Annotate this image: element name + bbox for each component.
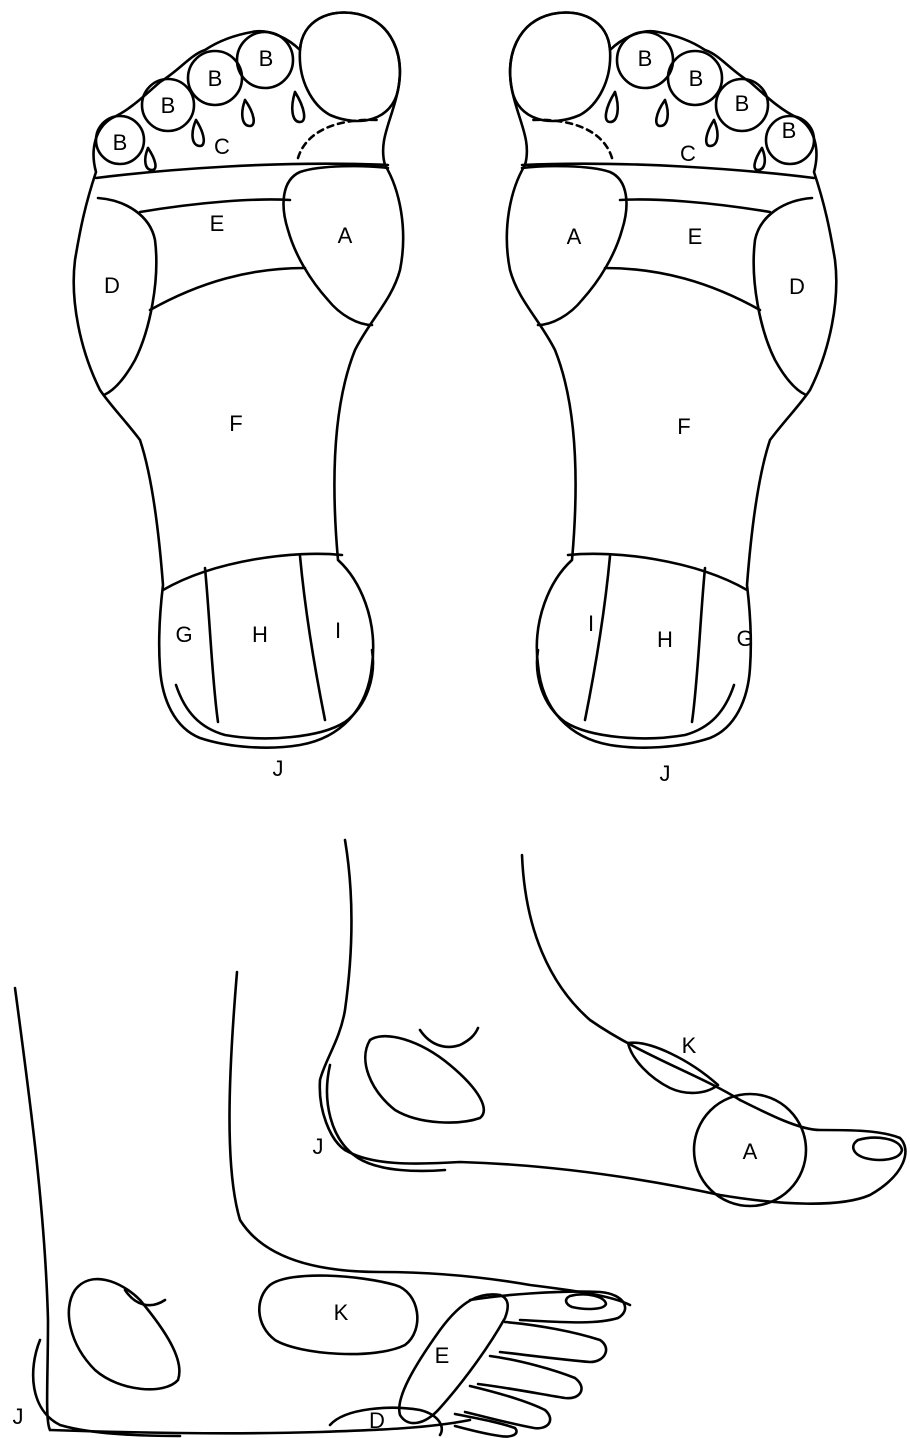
left-heel-top: [163, 554, 342, 590]
inner-ankle-zone: [365, 1036, 483, 1122]
label-right-e: E: [688, 224, 703, 249]
label-left-h: H: [252, 622, 268, 647]
label-left-g: G: [175, 622, 192, 647]
label-left-j: J: [273, 756, 284, 781]
right-e-bottom: [605, 268, 760, 310]
left-heel-line-i: [300, 556, 325, 720]
label-right-b1: B: [638, 46, 653, 71]
label-right-d: D: [789, 274, 805, 299]
right-toe-drop-4: [755, 148, 765, 170]
label-left-b4: B: [113, 130, 128, 155]
right-heel-line-i: [585, 556, 610, 720]
inner-big-toe-nail: [853, 1138, 902, 1160]
label-left-e: E: [210, 211, 225, 236]
right-e-top: [620, 200, 770, 213]
label-left-b2: B: [208, 66, 223, 91]
label-right-b2: B: [689, 66, 704, 91]
right-big-toe: [510, 13, 610, 122]
label-left-a: A: [338, 223, 353, 248]
left-e-bottom: [150, 268, 305, 310]
side-view-inner: [320, 840, 906, 1206]
left-toe-drop-2: [242, 100, 253, 126]
label-right-g: G: [736, 626, 753, 651]
side-view-outer: [15, 972, 630, 1437]
label-inner-k: K: [682, 1033, 697, 1058]
inner-sole: [345, 1100, 905, 1204]
left-a-zone: [284, 166, 388, 325]
label-inner-a: A: [743, 1139, 758, 1164]
label-outer-j: J: [13, 1404, 24, 1429]
right-heel-line-g: [692, 568, 705, 722]
right-toe-drop-3: [706, 120, 717, 146]
right-heel-top: [568, 554, 747, 590]
label-right-b3: B: [735, 91, 750, 116]
label-left-b1: B: [259, 46, 274, 71]
label-right-h: H: [657, 627, 673, 652]
inner-leg-back: [320, 840, 352, 1150]
right-toe-drop-1: [606, 92, 618, 122]
label-right-a: A: [567, 224, 582, 249]
left-sole: [74, 13, 403, 748]
label-left-c: C: [214, 134, 230, 159]
label-right-f: F: [677, 414, 690, 439]
left-toe-drop-3: [193, 120, 204, 146]
label-right-b4: B: [782, 118, 797, 143]
labels: B B B B C E A D F G H I J B B B B C A E …: [13, 46, 805, 1433]
label-right-i: I: [588, 611, 594, 636]
label-left-b3: B: [161, 93, 176, 118]
label-right-c: C: [680, 141, 696, 166]
right-toe-drop-2: [656, 100, 667, 126]
label-outer-e: E: [435, 1343, 450, 1368]
left-big-toe-dashed: [298, 120, 380, 158]
left-toe-drop-1: [292, 92, 304, 122]
left-heel-line-g: [205, 568, 218, 722]
label-outer-k: K: [334, 1300, 349, 1325]
label-left-f: F: [229, 411, 242, 436]
outer-leg-front: [230, 972, 631, 1305]
inner-ankle-bump: [420, 1028, 478, 1047]
left-big-toe: [300, 13, 400, 122]
inner-leg-front: [522, 855, 740, 1100]
outer-e-zone: [399, 1294, 507, 1423]
label-right-j: J: [660, 761, 671, 786]
label-left-i: I: [335, 618, 341, 643]
right-big-toe-dashed: [530, 120, 612, 158]
label-inner-j: J: [313, 1134, 324, 1159]
inner-heel-rim: [327, 1065, 445, 1171]
outer-ankle-zone: [69, 1279, 180, 1389]
label-outer-d: D: [369, 1408, 385, 1433]
label-left-d: D: [104, 273, 120, 298]
outer-toe-1-nail: [566, 1294, 606, 1309]
outer-toe-2: [500, 1322, 606, 1362]
left-toe-drop-4: [145, 148, 155, 170]
